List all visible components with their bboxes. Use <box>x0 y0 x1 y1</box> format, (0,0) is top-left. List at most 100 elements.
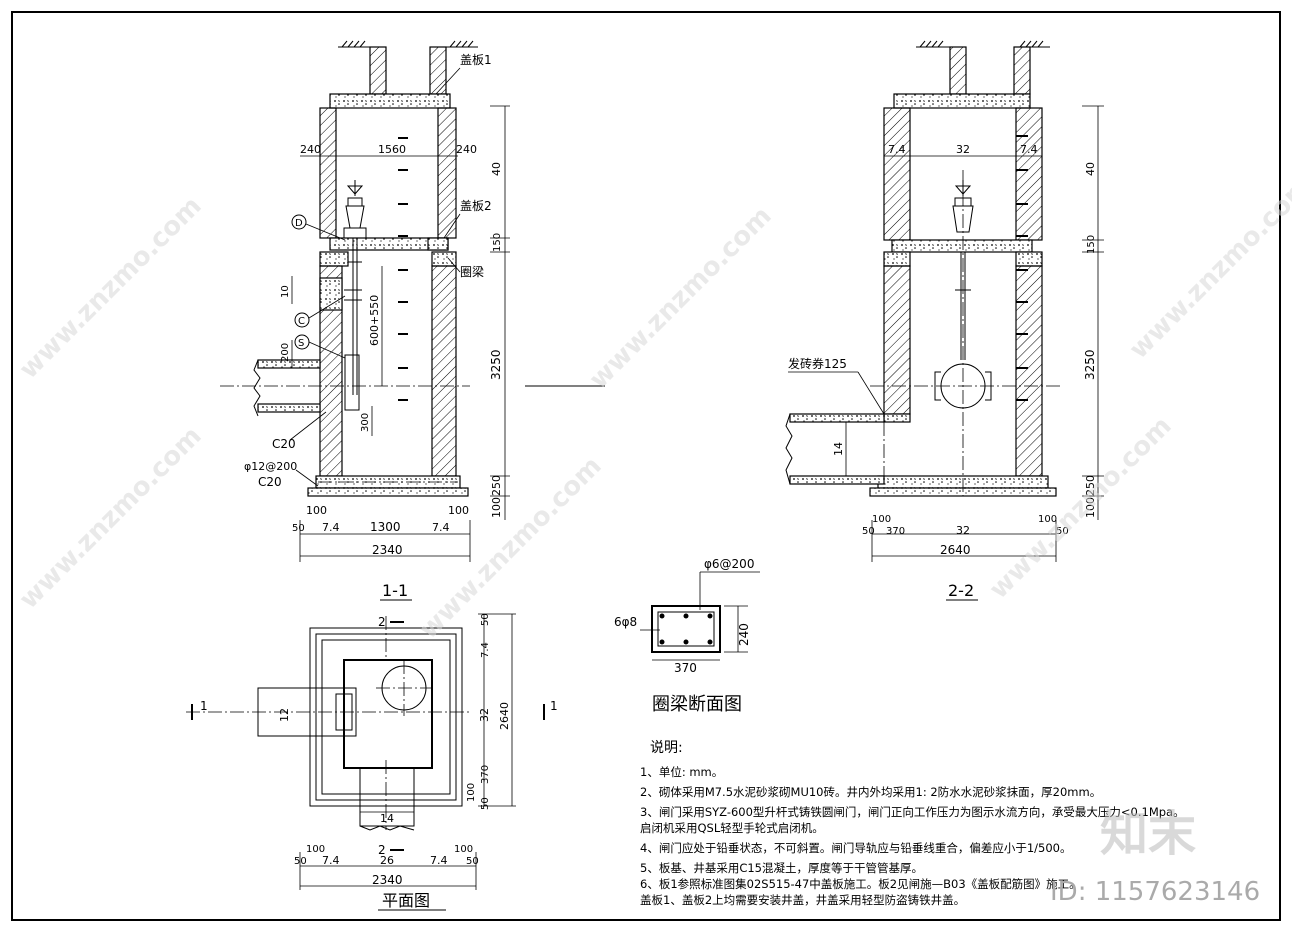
dim2-left-100: 100 <box>872 514 891 525</box>
dim2-base-bottom: 100 <box>1084 497 1097 518</box>
plan-view: 1 1 2 2 12 14 50 7.4 32 370 100 50 2640 … <box>186 613 558 911</box>
upper-wall-right <box>437 107 457 239</box>
brick-arch <box>883 413 911 423</box>
dim2-inner: 32 <box>956 143 970 156</box>
slab-2-end <box>427 237 449 251</box>
ground-mark-2 <box>916 40 1050 48</box>
plan-inner-well <box>343 659 433 769</box>
gate-seat <box>319 277 343 311</box>
dim2-left-50: 50 <box>862 526 875 537</box>
watermark-site-4: www.znzmo.com <box>584 201 778 395</box>
dim-wall-left: 240 <box>300 143 321 156</box>
dim-left-100: 100 <box>306 504 327 517</box>
watermark-logo: 知末 <box>1100 806 1196 862</box>
plan-dim-b-50-right: 50 <box>466 856 479 867</box>
dim2-inner-32: 32 <box>956 524 970 537</box>
dim-slab: 150 <box>492 233 503 252</box>
title-plan: 平面图 <box>382 891 430 910</box>
callout-d-circle <box>291 214 307 230</box>
note-6: 6、板1参照标准图集02S515-47中盖板施工。板2见闸施—B03《盖板配筋图… <box>640 877 1081 891</box>
beam-outline <box>651 605 721 653</box>
dim2-right-100: 100 <box>1038 514 1057 525</box>
ring-beam-left <box>319 251 349 267</box>
dim-right-100: 100 <box>448 504 469 517</box>
title-section-2-2: 2-2 <box>948 581 974 600</box>
note-3b: 启闭机采用QSL轻型手轮式启闭机。 <box>640 821 824 835</box>
beam-bars-label: 6φ8 <box>614 615 637 629</box>
ladder-rungs-2 <box>1016 135 1028 401</box>
hoist-mechanism <box>343 180 367 411</box>
plan-cut-1-right: 1 <box>550 699 558 713</box>
beam-stirrup-label: φ6@200 <box>704 557 754 571</box>
plan-dim-r-7-4: 7.4 <box>480 642 491 658</box>
ring-beam-left-2 <box>883 251 911 267</box>
notes-heading: 说明: <box>650 740 683 756</box>
dim-left-50: 50 <box>292 523 305 534</box>
dim2-total: 2640 <box>940 543 971 557</box>
plan-cut-2-top: 2 <box>378 615 386 629</box>
title-section-1-1: 1-1 <box>382 581 408 600</box>
dim2-left-370: 370 <box>886 526 905 537</box>
dim2-right-50: 50 <box>1056 526 1069 537</box>
plan-dim-b-total: 2340 <box>372 873 403 887</box>
plan-dim-pipe-bottom: 14 <box>380 812 394 825</box>
dim-inner-1300: 1300 <box>370 520 401 534</box>
outlet-pipe <box>785 413 910 485</box>
beam-stirrup <box>657 611 715 647</box>
plan-dim-b-50-left: 50 <box>294 856 307 867</box>
lower-wall-right-2 <box>1015 265 1043 477</box>
dim-wall-right: 240 <box>456 143 477 156</box>
beam-height: 240 <box>737 623 751 646</box>
neck-wall-left <box>369 46 387 95</box>
neck-wall-right-2 <box>1013 46 1031 95</box>
title-ring-beam-section: 圈梁断面图 <box>652 694 742 715</box>
plan-outlet-pipe <box>359 767 415 827</box>
dim-pipe-200: 200 <box>280 343 291 362</box>
note-3: 3、闸门采用SYZ-600型升杆式铸铁圆闸门，闸门正向工作压力为图示水流方向，承… <box>640 805 1185 819</box>
plan-dim-b-7-4-right: 7.4 <box>430 854 448 867</box>
watermark-site-5: www.znzmo.com <box>984 411 1178 605</box>
dim-offset-10: 10 <box>280 285 291 298</box>
section-2-2: 发砖券125 7.4 32 7.4 40 150 3250 250 100 14… <box>785 40 1104 601</box>
lower-wall-right <box>431 265 457 477</box>
beam-width: 370 <box>674 661 697 675</box>
plan-cut-2-bottom: 2 <box>378 843 386 857</box>
plan-cut-1-left: 1 <box>200 699 208 713</box>
plan-dim-b-7-4-left: 7.4 <box>322 854 340 867</box>
plan-dim-r-total: 2640 <box>498 702 511 730</box>
dim-inner-width: 1560 <box>378 143 406 156</box>
dim2-lower-height: 3250 <box>1083 349 1097 380</box>
neck-wall-left-2 <box>949 46 967 95</box>
cover-slab-2-1 <box>893 93 1031 109</box>
neck-wall-right <box>429 46 447 95</box>
plan-dim-r-100: 100 <box>466 783 477 802</box>
section-1-1: 盖板1 盖板2 圈梁 D C S C20 φ12@200 C20 240 156… <box>220 40 605 601</box>
callout-d: D <box>295 218 303 229</box>
plan-dim-b-26: 26 <box>380 854 394 867</box>
ladder-rungs <box>398 137 408 401</box>
drawing-frame <box>11 11 1281 921</box>
plan-dim-pipe-left: 12 <box>278 708 291 722</box>
note-5: 5、板基、井基采用C15混凝土，厚度等于干管管基厚。 <box>640 861 923 875</box>
plan-dim-r-50-top: 50 <box>480 613 491 626</box>
callout-s: S <box>298 338 304 349</box>
upper-wall-left-2 <box>883 107 911 241</box>
watermark-site-6: www.znzmo.com <box>1124 171 1292 365</box>
ring-beam-right-2 <box>1015 251 1043 267</box>
callout-c: C <box>298 316 305 327</box>
note-6b: 盖板1、盖板2上均需要安装井盖，井盖采用轻型防盗铸铁井盖。 <box>640 893 965 907</box>
dim-base: 250 <box>490 475 503 496</box>
dim2-base: 250 <box>1084 475 1097 496</box>
plan-dim-b-100-right: 100 <box>454 844 473 855</box>
lower-wall-left-2 <box>883 265 911 415</box>
cover-slab-2-2 <box>891 239 1033 253</box>
dim2-slab: 150 <box>1086 235 1097 254</box>
dim-gate-height: 600+550 <box>368 295 381 346</box>
watermark-site-1: www.znzmo.com <box>14 191 208 385</box>
watermark-site-2: www.znzmo.com <box>14 421 208 615</box>
cover-slab-1 <box>329 93 451 109</box>
note-4: 4、闸门应处于铅垂状态，不可斜置。闸门导轨应与铅垂线重合，偏差应小于1/500。 <box>640 841 1071 855</box>
dim-total-2340: 2340 <box>372 543 403 557</box>
dim-base-bottom: 100 <box>490 497 503 518</box>
